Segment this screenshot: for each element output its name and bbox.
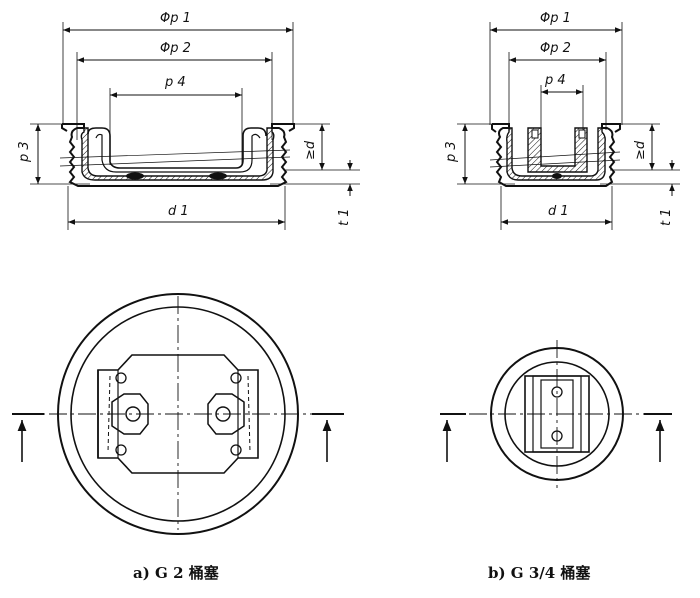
dim-label-p2: Φp 2: [160, 41, 191, 56]
caption-b: b) G 3/4 桶塞: [488, 564, 591, 582]
dim-label-d1-b: d 1: [548, 204, 569, 219]
fig-b-plan: [440, 340, 672, 488]
dim-label-p4: p 4: [164, 75, 186, 90]
dim-label-t1: t 1: [337, 208, 352, 226]
dim-label-d1: d 1: [168, 204, 189, 219]
dim-label-d: ≥d: [303, 140, 318, 160]
plug-outer-profile-a: [62, 123, 295, 187]
dim-label-p1-b: Φp 1: [540, 11, 571, 26]
fig-a-plan: [12, 293, 344, 535]
dim-label-p1: Φp 1: [160, 11, 191, 26]
fig-a-section: Φp 1 Φp 2 p 4 p 3 ≥d t 1 d 1: [17, 11, 360, 230]
dim-label-p4-b: p 4: [544, 73, 566, 88]
dim-label-d-b: ≥d: [633, 140, 648, 160]
caption-a: a) G 2 桶塞: [133, 564, 219, 582]
gasket-right: [209, 172, 227, 180]
dim-label-p3: p 3: [17, 141, 32, 163]
plug-outer-profile-b: [492, 123, 621, 187]
dim-label-p3-b: p 3: [444, 141, 459, 163]
dim-label-p2-b: Φp 2: [540, 41, 571, 56]
dim-label-t1-b: t 1: [659, 208, 674, 226]
fig-b-section: Φp 1 Φp 2 p 4 p 3 ≥d t 1 d 1: [444, 11, 680, 230]
gasket-left: [126, 172, 144, 180]
